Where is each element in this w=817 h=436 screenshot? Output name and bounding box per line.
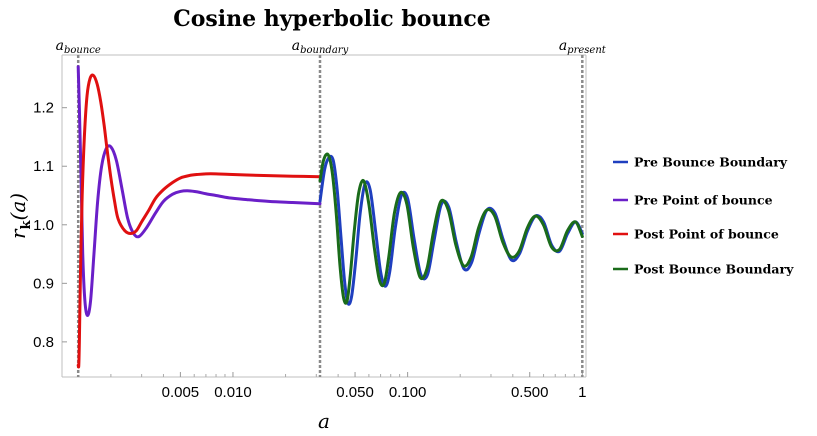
x-tick-label-2: 0.050 [336, 384, 374, 401]
y-axis-label: rk(a) [6, 193, 34, 239]
series-layer [76, 65, 584, 369]
y-tick-label-3: 1.1 [33, 158, 54, 175]
x-tick-label-0: 0.005 [162, 384, 200, 401]
y-tick-label-0: 0.8 [33, 334, 54, 351]
y-tick-label-1: 0.9 [33, 275, 54, 292]
y-tick-label-4: 1.2 [33, 100, 54, 117]
series-line-1 [76, 65, 322, 318]
y-axis-label-suffix: (a) [6, 193, 30, 221]
y-tick-label-2: 1.0 [33, 217, 54, 234]
marker-label-a_boundary: aboundary [292, 38, 349, 56]
legend-label-3: Post Bounce Boundary [634, 262, 794, 277]
legend-label-1: Pre Point of bounce [634, 193, 773, 208]
chart-title: Cosine hyperbolic bounce [173, 6, 491, 32]
x-tick-label-4: 0.500 [511, 384, 549, 401]
x-tick-label-3: 0.100 [389, 384, 427, 401]
svg-text:rk(a): rk(a) [6, 193, 34, 239]
ticks-layer: 0.005 0.010 0.050 0.100 0.500 1 0.8 0.9 1.0 1.1 1.… [33, 100, 586, 401]
y-axis-label-sub: k [19, 219, 34, 229]
x-tick-label-5: 1 [578, 384, 586, 401]
marker-label-a_bounce: abounce [56, 38, 101, 56]
legend-label-2: Post Point of bounce [634, 227, 779, 242]
x-tick-label-1: 0.010 [214, 384, 252, 401]
series-line-2 [76, 73, 322, 369]
x-axis-label: a [318, 409, 330, 433]
plot-frame [61, 54, 587, 378]
markers-layer: abounce aboundary apresent [56, 38, 607, 377]
series-line-0 [318, 154, 584, 306]
series-line-3 [318, 152, 584, 305]
y-axis-label-main: r [6, 228, 30, 239]
marker-label-a_present: apresent [559, 38, 607, 56]
legend-label-0: Pre Bounce Boundary [634, 155, 788, 170]
